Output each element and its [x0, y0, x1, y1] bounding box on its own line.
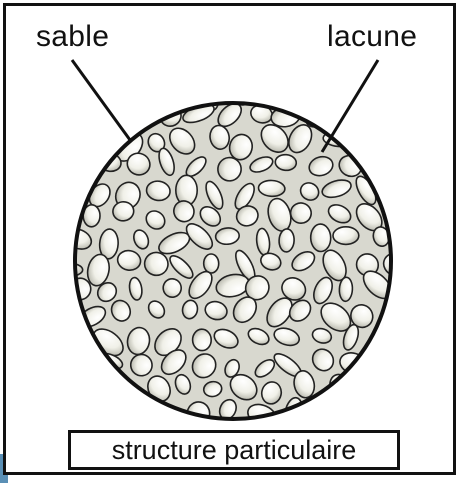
sand-grain — [339, 277, 353, 302]
lacune-leader-line — [322, 60, 378, 152]
sand-grain — [192, 329, 211, 351]
sand-grain — [310, 224, 331, 252]
sand-grain — [204, 254, 219, 273]
diagram-caption: structure particulaire — [68, 430, 400, 470]
sand-grain — [279, 229, 295, 253]
sand-grain — [333, 227, 359, 245]
sand-grain — [51, 263, 83, 277]
sand-grain — [258, 180, 285, 197]
lacune-label: lacune — [327, 22, 417, 52]
sable-leader-line — [72, 60, 130, 140]
sable-label: sable — [36, 22, 109, 52]
